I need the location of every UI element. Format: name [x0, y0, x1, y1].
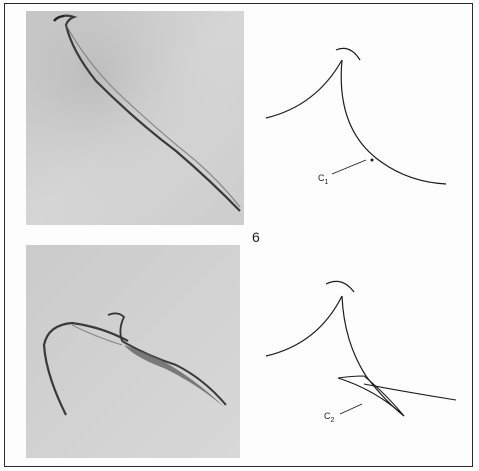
drawing-bottom	[256, 272, 466, 432]
label-c1: C1	[318, 173, 328, 186]
label-c2: C2	[324, 411, 334, 424]
photo-top	[26, 11, 244, 225]
drawing-top	[256, 36, 460, 196]
figure-number: 6	[252, 229, 260, 245]
photo-bottom	[26, 245, 240, 458]
